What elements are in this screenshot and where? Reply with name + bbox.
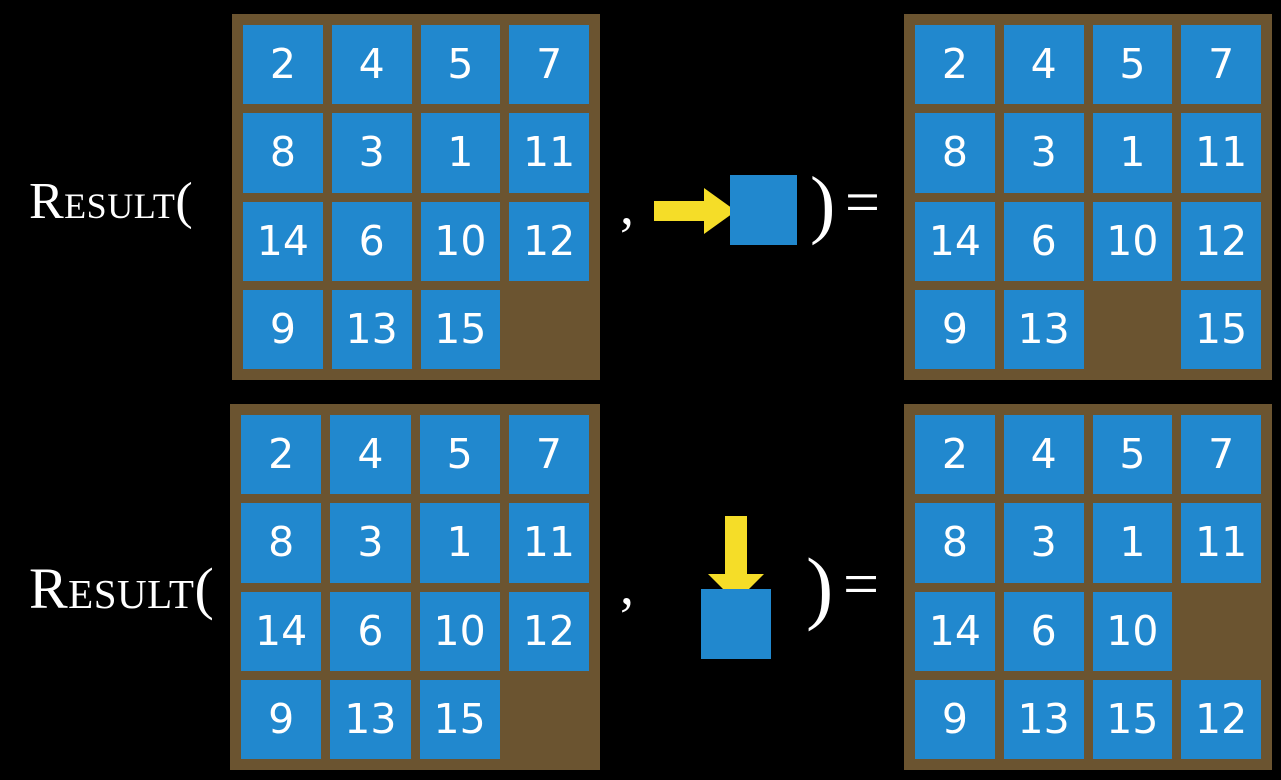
- puzzle-tile[interactable]: 5: [419, 415, 500, 495]
- puzzle-tile[interactable]: 1: [420, 113, 501, 193]
- close-paren-bottom: ): [806, 541, 834, 632]
- equals-sign-bottom: =: [843, 548, 880, 619]
- arrow-down-icon: [708, 516, 764, 602]
- puzzle-tile[interactable]: 11: [509, 113, 589, 193]
- puzzle-tile[interactable]: 3: [1003, 113, 1084, 193]
- puzzle-tile[interactable]: 10: [419, 591, 500, 671]
- puzzle-tile[interactable]: 8: [243, 113, 323, 193]
- puzzle-tile[interactable]: 1: [419, 503, 500, 583]
- puzzle-tile[interactable]: 13: [1003, 679, 1084, 759]
- result-label-top: Result(: [29, 173, 194, 230]
- puzzle-tile[interactable]: 7: [509, 25, 589, 105]
- operand-tile-top: [730, 175, 797, 245]
- puzzle-tile[interactable]: 3: [1003, 503, 1084, 583]
- puzzle-tile[interactable]: 15: [420, 289, 501, 369]
- puzzle-tile[interactable]: 13: [330, 679, 411, 759]
- puzzle-tile[interactable]: 10: [1092, 591, 1173, 671]
- puzzle-tile[interactable]: 3: [330, 503, 411, 583]
- puzzle-tile[interactable]: 4: [330, 415, 411, 495]
- operand-tile-bottom: [701, 589, 771, 659]
- close-paren-top: ): [810, 162, 836, 246]
- puzzle-blank-cell: [1181, 592, 1261, 671]
- puzzle-blank-cell: [509, 290, 589, 369]
- result-label-bottom: Result(: [29, 556, 215, 621]
- puzzle-tile[interactable]: 5: [420, 25, 501, 105]
- puzzle-blank-cell: [1093, 290, 1173, 369]
- puzzle-tile[interactable]: 2: [915, 25, 995, 105]
- puzzle-tile[interactable]: 9: [241, 679, 322, 759]
- puzzle-tile[interactable]: 14: [241, 591, 322, 671]
- puzzle-tile[interactable]: 12: [1181, 679, 1261, 759]
- puzzle-tile[interactable]: 7: [1181, 415, 1261, 495]
- puzzle-tile[interactable]: 1: [1092, 113, 1173, 193]
- arrow-right-icon: [654, 188, 736, 234]
- puzzle-tile[interactable]: 9: [243, 289, 323, 369]
- puzzle-tile[interactable]: 8: [915, 113, 995, 193]
- puzzle-tile[interactable]: 4: [1003, 25, 1084, 105]
- puzzle-tile[interactable]: 4: [331, 25, 412, 105]
- puzzle-tile[interactable]: 5: [1092, 25, 1173, 105]
- puzzle-tile[interactable]: 15: [1092, 679, 1173, 759]
- puzzle-tile[interactable]: 12: [1181, 201, 1261, 281]
- puzzle-tile[interactable]: 1: [1092, 503, 1173, 583]
- puzzle-tile[interactable]: 14: [915, 591, 995, 671]
- puzzle-tile[interactable]: 3: [331, 113, 412, 193]
- puzzle-tile[interactable]: 9: [915, 679, 995, 759]
- puzzle-tile[interactable]: 7: [1181, 25, 1261, 105]
- puzzle-tile[interactable]: 2: [243, 25, 323, 105]
- puzzle-tile[interactable]: 15: [419, 679, 500, 759]
- comma-separator-bottom: ,: [620, 555, 634, 617]
- puzzle-tile[interactable]: 9: [915, 289, 995, 369]
- puzzle-tile[interactable]: 10: [420, 201, 501, 281]
- puzzle-tile[interactable]: 6: [1003, 591, 1084, 671]
- puzzle-tile[interactable]: 2: [915, 415, 995, 495]
- puzzle-tile[interactable]: 8: [915, 503, 995, 583]
- puzzle-tile[interactable]: 7: [508, 415, 589, 495]
- puzzle-blank-cell: [509, 680, 589, 759]
- puzzle-tile[interactable]: 11: [1181, 503, 1261, 583]
- puzzle-tile[interactable]: 11: [1181, 113, 1261, 193]
- puzzle-tile[interactable]: 6: [331, 201, 412, 281]
- puzzle-tile[interactable]: 2: [241, 415, 322, 495]
- puzzle-tile[interactable]: 15: [1181, 289, 1261, 369]
- puzzle-tile[interactable]: 6: [1003, 201, 1084, 281]
- puzzle-tile[interactable]: 4: [1003, 415, 1084, 495]
- puzzle-tile[interactable]: 14: [243, 201, 323, 281]
- puzzle-tile[interactable]: 6: [330, 591, 411, 671]
- equals-sign-top: =: [845, 169, 880, 237]
- puzzle-tile[interactable]: 12: [509, 201, 589, 281]
- puzzle-tile[interactable]: 13: [1003, 289, 1084, 369]
- puzzle-tile[interactable]: 10: [1092, 201, 1173, 281]
- puzzle-tile[interactable]: 13: [331, 289, 412, 369]
- puzzle-tile[interactable]: 5: [1092, 415, 1173, 495]
- puzzle-tile[interactable]: 11: [508, 503, 589, 583]
- puzzle-tile[interactable]: 14: [915, 201, 995, 281]
- puzzle-tile[interactable]: 8: [241, 503, 322, 583]
- comma-separator-top: ,: [620, 175, 634, 237]
- puzzle-tile[interactable]: 12: [508, 591, 589, 671]
